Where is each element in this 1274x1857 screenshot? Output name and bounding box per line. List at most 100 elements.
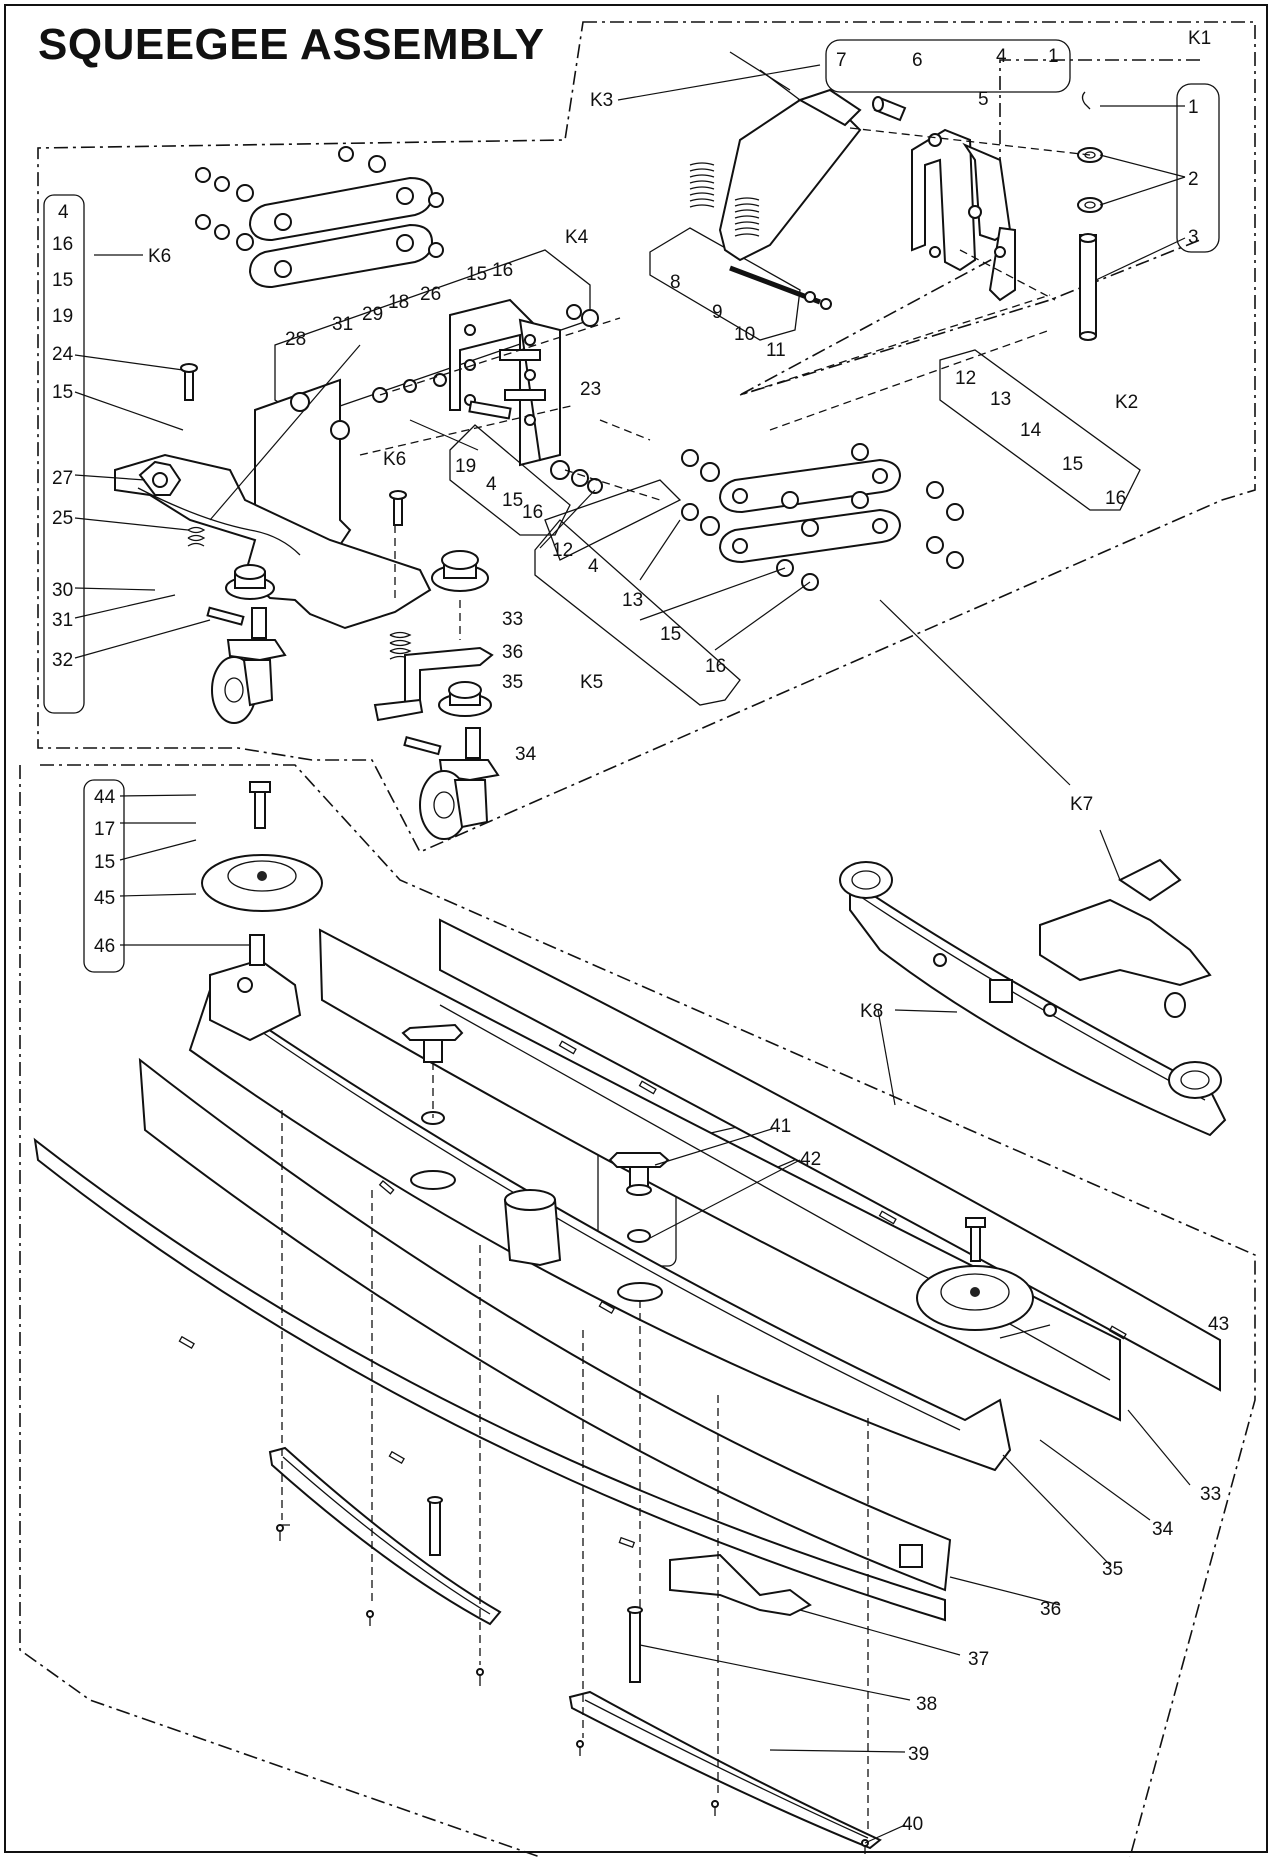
page-title: SQUEEGEE ASSEMBLY: [38, 20, 545, 69]
label-15-wheel: 15: [94, 852, 115, 873]
label-15-k4: 15: [466, 264, 487, 285]
knob-29: [438, 681, 492, 717]
pivot-pins: [372, 304, 603, 494]
part-labels: K1 1 2 3 K3 7 6 4 1 5 8 9 10 11 12 13 14…: [52, 28, 1229, 1835]
washers-2: [1077, 147, 1103, 213]
lift-plate: [114, 453, 432, 630]
label-20: 26: [420, 284, 441, 305]
label-14: 14: [1020, 420, 1042, 441]
label-16-k4b: 18: [388, 292, 409, 313]
label-16-k6b: 16: [522, 502, 543, 523]
bracket-31-lower: [373, 646, 494, 722]
label-38: 38: [916, 1694, 937, 1715]
linkage-bar-upper-1: [248, 176, 434, 242]
label-k6-24: 24: [52, 344, 74, 365]
cotter-pin-1: [1081, 91, 1091, 110]
label-k3: K3: [590, 90, 613, 111]
bolt-38: [627, 1606, 643, 1683]
link-bar-14: [718, 458, 902, 514]
caster-left: [211, 607, 287, 724]
label-13-k5: 13: [622, 590, 643, 611]
brace-left: [268, 1446, 502, 1626]
blade-43: [439, 918, 1221, 1392]
screws-40: [276, 1524, 869, 1854]
callout-box-k3-top: [825, 39, 1071, 93]
label-k6-27: 27: [52, 468, 73, 489]
label-33: 33: [1200, 1484, 1221, 1505]
label-45: 45: [94, 888, 115, 909]
lower-assembly-boundary: [19, 764, 1256, 1857]
label-16-k4: 16: [492, 260, 513, 281]
label-k6-25: 25: [52, 508, 73, 529]
label-37: 37: [968, 1649, 989, 1670]
actuator-7: [718, 51, 862, 262]
label-11: 11: [766, 340, 786, 361]
label-k6b: K6: [383, 449, 406, 470]
label-k1-item-2: 2: [1188, 169, 1199, 190]
label-17: 17: [94, 819, 115, 840]
label-36: 36: [1040, 1599, 1061, 1620]
pivot-bracket-5: [911, 128, 1016, 302]
label-39: 39: [908, 1744, 929, 1765]
label-6: 6: [912, 50, 923, 71]
callout-box-wheel: [83, 779, 125, 973]
label-k6-4: 4: [58, 202, 69, 223]
wheel-right: [916, 1217, 1034, 1331]
label-22: 29: [362, 304, 383, 325]
label-k1-item-3: 3: [1188, 227, 1199, 248]
spring-8-right: [734, 197, 760, 237]
wheel-45: [201, 854, 323, 912]
label-18: 23: [580, 379, 601, 400]
nut-washer-stack: [195, 146, 444, 258]
label-19: 19: [455, 456, 476, 477]
label-34: 34: [1152, 1519, 1174, 1540]
label-k2: K2: [1115, 392, 1138, 413]
label-46: 46: [94, 936, 115, 957]
nuts-washers-k2-k5: [681, 443, 964, 591]
blade-outer: [33, 1137, 946, 1622]
shaft-3: [1079, 233, 1097, 341]
label-k8: K8: [860, 1001, 883, 1022]
label-40: 40: [902, 1814, 923, 1835]
label-k1: K1: [1188, 28, 1211, 49]
knob-26: [431, 550, 489, 592]
label-26: 33: [502, 609, 523, 630]
leader-lines: [74, 64, 1191, 1844]
label-12-k2: 12: [955, 368, 976, 389]
label-13-k2: 13: [990, 389, 1011, 410]
label-k6-32: 32: [52, 650, 73, 671]
caster-right-28: [419, 727, 500, 840]
brace-39: [568, 1690, 882, 1850]
k3-boundary: [739, 59, 1201, 396]
callout-box-k6: [43, 194, 85, 714]
label-1-top: 1: [1048, 46, 1059, 67]
label-15-k2: 15: [1062, 454, 1083, 475]
label-k6-30: 30: [52, 580, 73, 601]
callout-box-k6b: [449, 424, 571, 536]
linkage-bar-upper-2: [248, 223, 434, 289]
pin-9: [729, 265, 832, 310]
label-23: 31: [332, 314, 353, 335]
blade-36: [138, 1057, 952, 1592]
label-10: 10: [734, 324, 755, 345]
bolts-24-32: [180, 363, 442, 756]
label-k1-item-1: 1: [1188, 97, 1199, 118]
label-4-top: 4: [996, 46, 1007, 67]
assembled-view-k7-k8: [839, 858, 1227, 1137]
label-15-k6b: 15: [502, 490, 523, 511]
label-4-k6b: 4: [486, 474, 497, 495]
label-35: 35: [1102, 1559, 1123, 1580]
pin-6: [872, 96, 907, 122]
label-43: 43: [1208, 1314, 1229, 1335]
knob-27: [138, 460, 182, 496]
label-41: 41: [770, 1116, 791, 1137]
label-k4: K4: [565, 227, 589, 248]
knob-41: [608, 1152, 670, 1302]
label-4-k5: 4: [588, 556, 599, 577]
spring-25: [187, 526, 206, 547]
knob-left: [401, 1023, 464, 1190]
assembly-centerlines-lower: [281, 1062, 869, 1835]
label-9: 9: [712, 302, 723, 323]
inlet-tube: [503, 1189, 562, 1267]
